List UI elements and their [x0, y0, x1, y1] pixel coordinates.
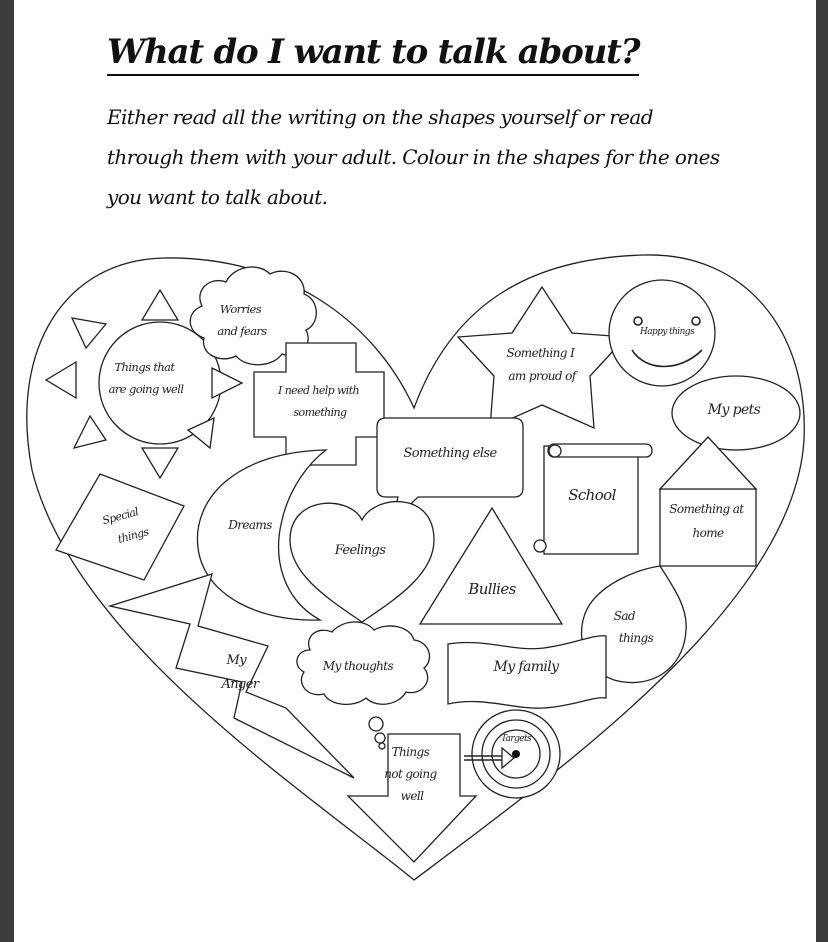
svg-text:I need help with somet: I need help with something — [277, 384, 362, 419]
not-going-well-line-1: Things — [392, 745, 430, 759]
dreams-label: Dreams — [227, 518, 272, 532]
instructions-text: Either read all the writing on the shape… — [107, 105, 720, 209]
thoughts-label: My thoughts — [322, 659, 394, 673]
smiley-shape-happy[interactable]: Happy things — [608, 279, 716, 387]
scroll-shape-school[interactable]: School — [533, 443, 653, 555]
target-shape-targets[interactable]: Targets — [464, 709, 561, 799]
anger-line-2: Anger — [221, 677, 260, 692]
svg-text:Things that are going: Things that are going well — [109, 360, 185, 396]
anger-line-1: My — [225, 653, 247, 668]
lightning-shape-anger[interactable]: My Anger — [107, 573, 355, 779]
svg-text:My Anger: My Anger — [221, 653, 260, 692]
banner-shape-family[interactable]: My family — [447, 635, 607, 709]
worries-line-2: and fears — [217, 324, 267, 338]
svg-text:Things not going: Things not going well — [384, 745, 440, 803]
need-help-line-2: something — [294, 406, 348, 419]
speech-bubble-something-else[interactable]: Something else — [376, 417, 524, 525]
not-going-well-line-2: not going — [384, 767, 437, 781]
svg-text:Something I am proud o: Something I am proud of — [507, 346, 579, 383]
svg-text:Worries and fears: Worries and fears — [217, 302, 267, 338]
something-else-label: Something else — [403, 446, 497, 461]
page-title: What do I want to talk about? — [107, 32, 641, 76]
pets-label: My pets — [707, 402, 761, 418]
targets-label: Targets — [501, 734, 532, 744]
home-line-1: Something at — [669, 502, 744, 516]
arrow-shape-not-going-well[interactable]: Things not going well — [346, 733, 478, 863]
need-help-line-1: I need help with — [277, 384, 359, 397]
school-label: School — [568, 486, 616, 504]
happy-label: Happy things — [639, 327, 695, 337]
proud-line-1: Something I — [507, 346, 576, 360]
worries-line-1: Worries — [220, 302, 262, 316]
heart-shape-feelings[interactable]: Feelings — [289, 501, 435, 623]
heart-shapes-diagram: Things that are going well Worries and f… — [26, 254, 805, 881]
cross-shape-need-help[interactable]: I need help with something — [253, 342, 385, 466]
svg-text:Sad things: Sad things — [614, 609, 654, 645]
triangle-shape-bullies[interactable]: Bullies — [418, 506, 564, 625]
worksheet-page: What do I want to talk about? Either rea… — [14, 0, 816, 942]
thought-cloud-my-thoughts[interactable]: My thoughts — [296, 621, 431, 750]
home-line-2: home — [692, 526, 724, 540]
oval-shape-pets[interactable]: My pets — [671, 375, 801, 451]
diamond-shape-special[interactable]: Special things — [55, 473, 185, 581]
proud-line-2: am proud of — [508, 369, 578, 383]
bullies-label: Bullies — [467, 580, 516, 598]
going-well-line-2: are going well — [109, 382, 185, 396]
going-well-line-1: Things that — [114, 360, 175, 374]
feelings-label: Feelings — [334, 543, 387, 558]
teardrop-shape-sad[interactable]: Sad things — [580, 565, 687, 684]
cloud-shape-worries[interactable]: Worries and fears — [189, 266, 317, 366]
sad-line-2: things — [619, 631, 654, 645]
sun-shape-going-well[interactable]: Things that are going well — [44, 288, 244, 480]
sad-line-1: Sad — [614, 609, 636, 623]
moon-shape-dreams[interactable]: Dreams — [196, 449, 329, 621]
family-label: My family — [493, 659, 561, 675]
not-going-well-line-3: well — [401, 789, 424, 803]
svg-text:Something at home: Something at home — [669, 502, 747, 540]
house-shape-home[interactable]: Something at home — [658, 436, 758, 567]
star-shape-proud[interactable]: Something I am proud of — [456, 285, 628, 430]
